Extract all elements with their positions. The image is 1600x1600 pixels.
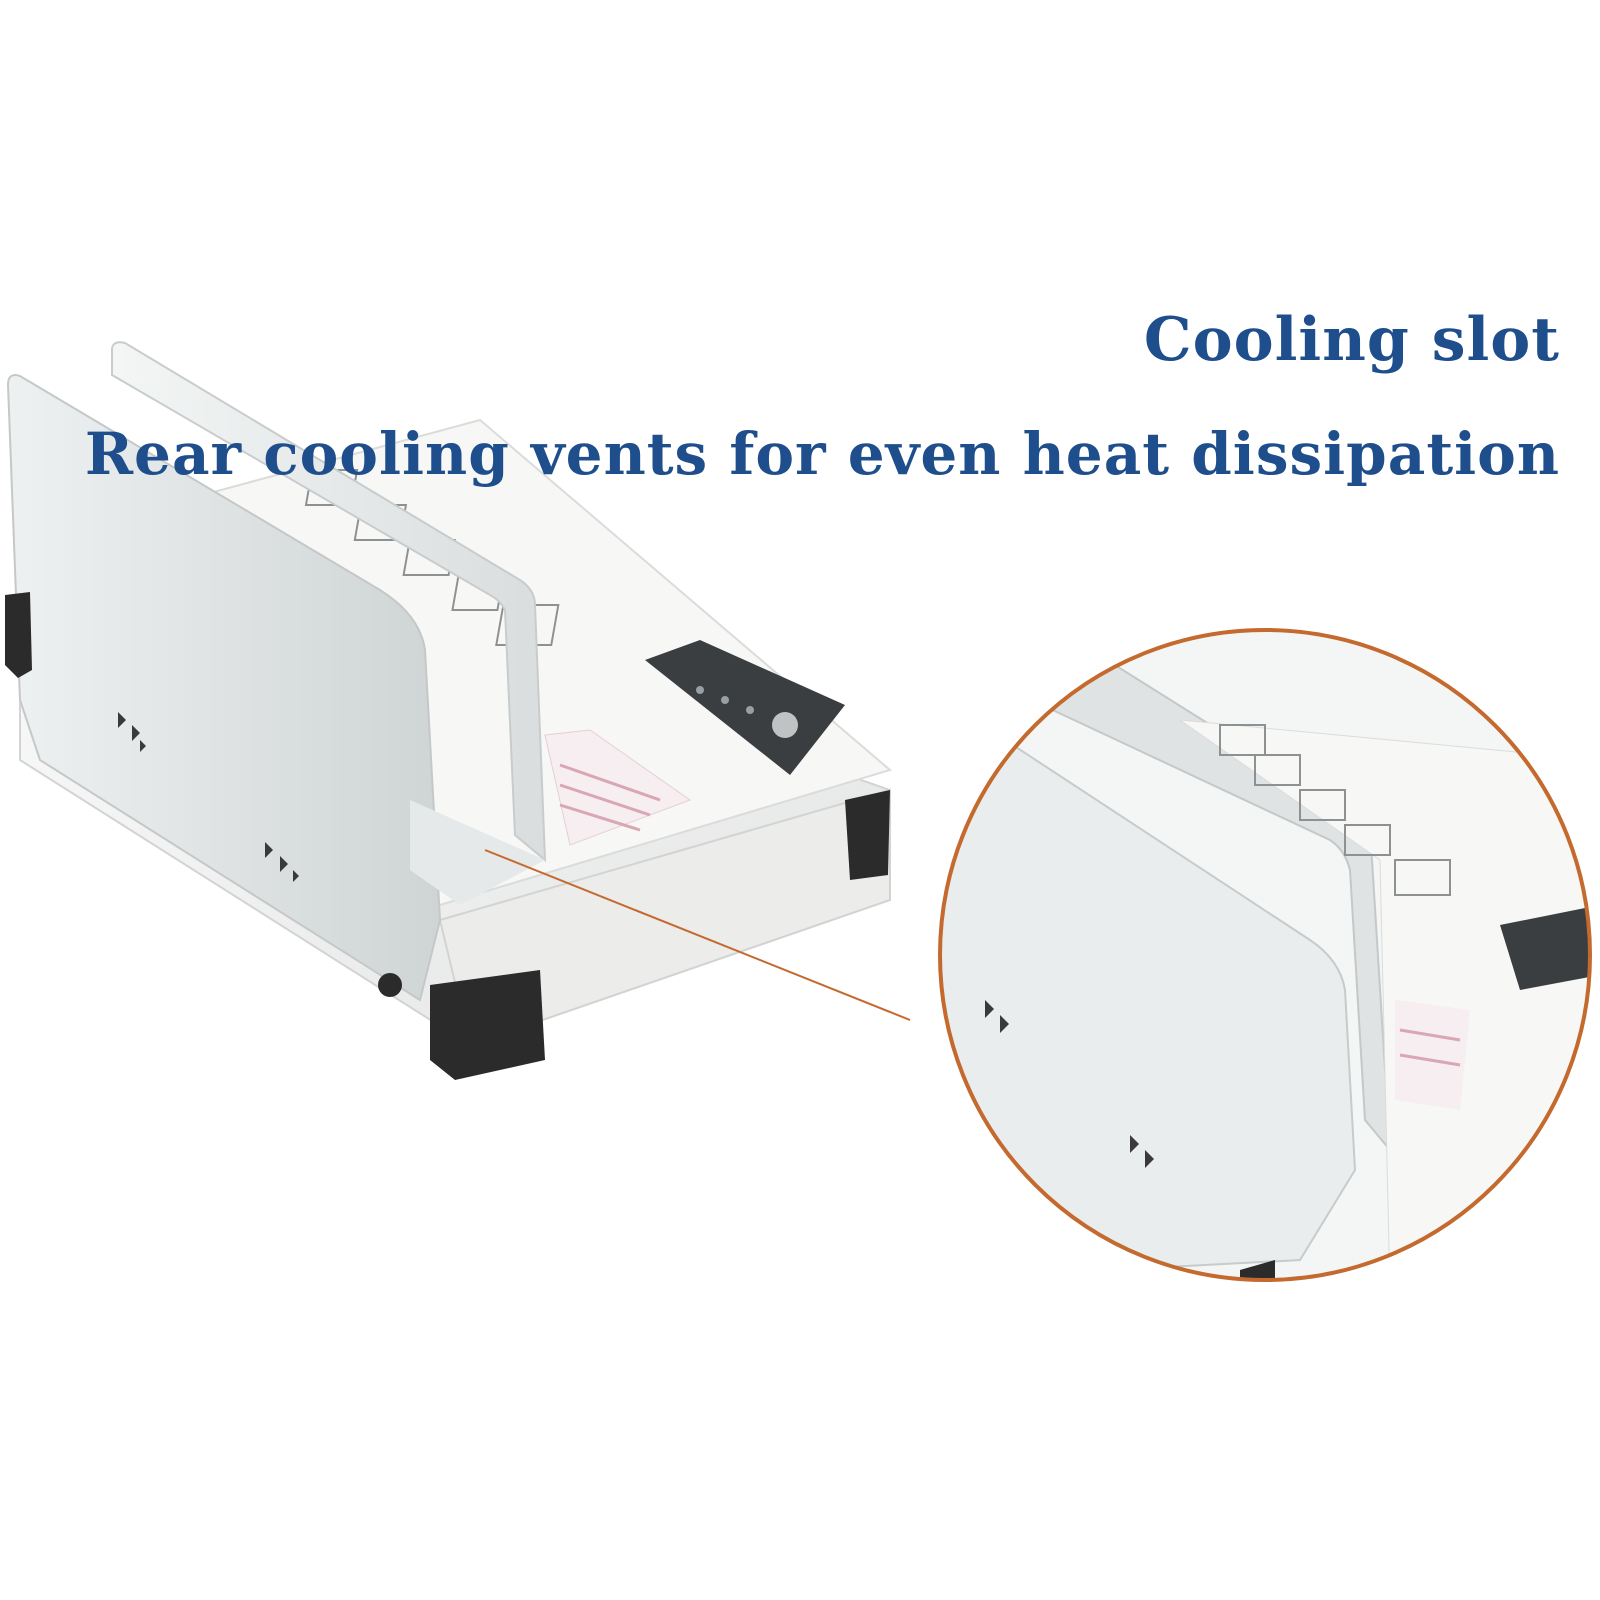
zoom-circle-icon	[938, 628, 1592, 1282]
front-divider	[6, 374, 442, 1002]
slot-floor	[410, 800, 545, 905]
slot-scale-label	[544, 729, 692, 846]
control-panel	[645, 640, 845, 775]
vent-icon	[118, 712, 146, 752]
callout-line	[484, 849, 911, 1021]
headline-subtitle: Rear cooling vents for even heat dissipa…	[84, 420, 1560, 488]
headline-title: Cooling slot	[1143, 305, 1560, 375]
rear-divider	[111, 341, 547, 863]
vent-icon	[265, 842, 299, 882]
side-vents	[118, 712, 299, 882]
stand-feet	[5, 592, 890, 1080]
